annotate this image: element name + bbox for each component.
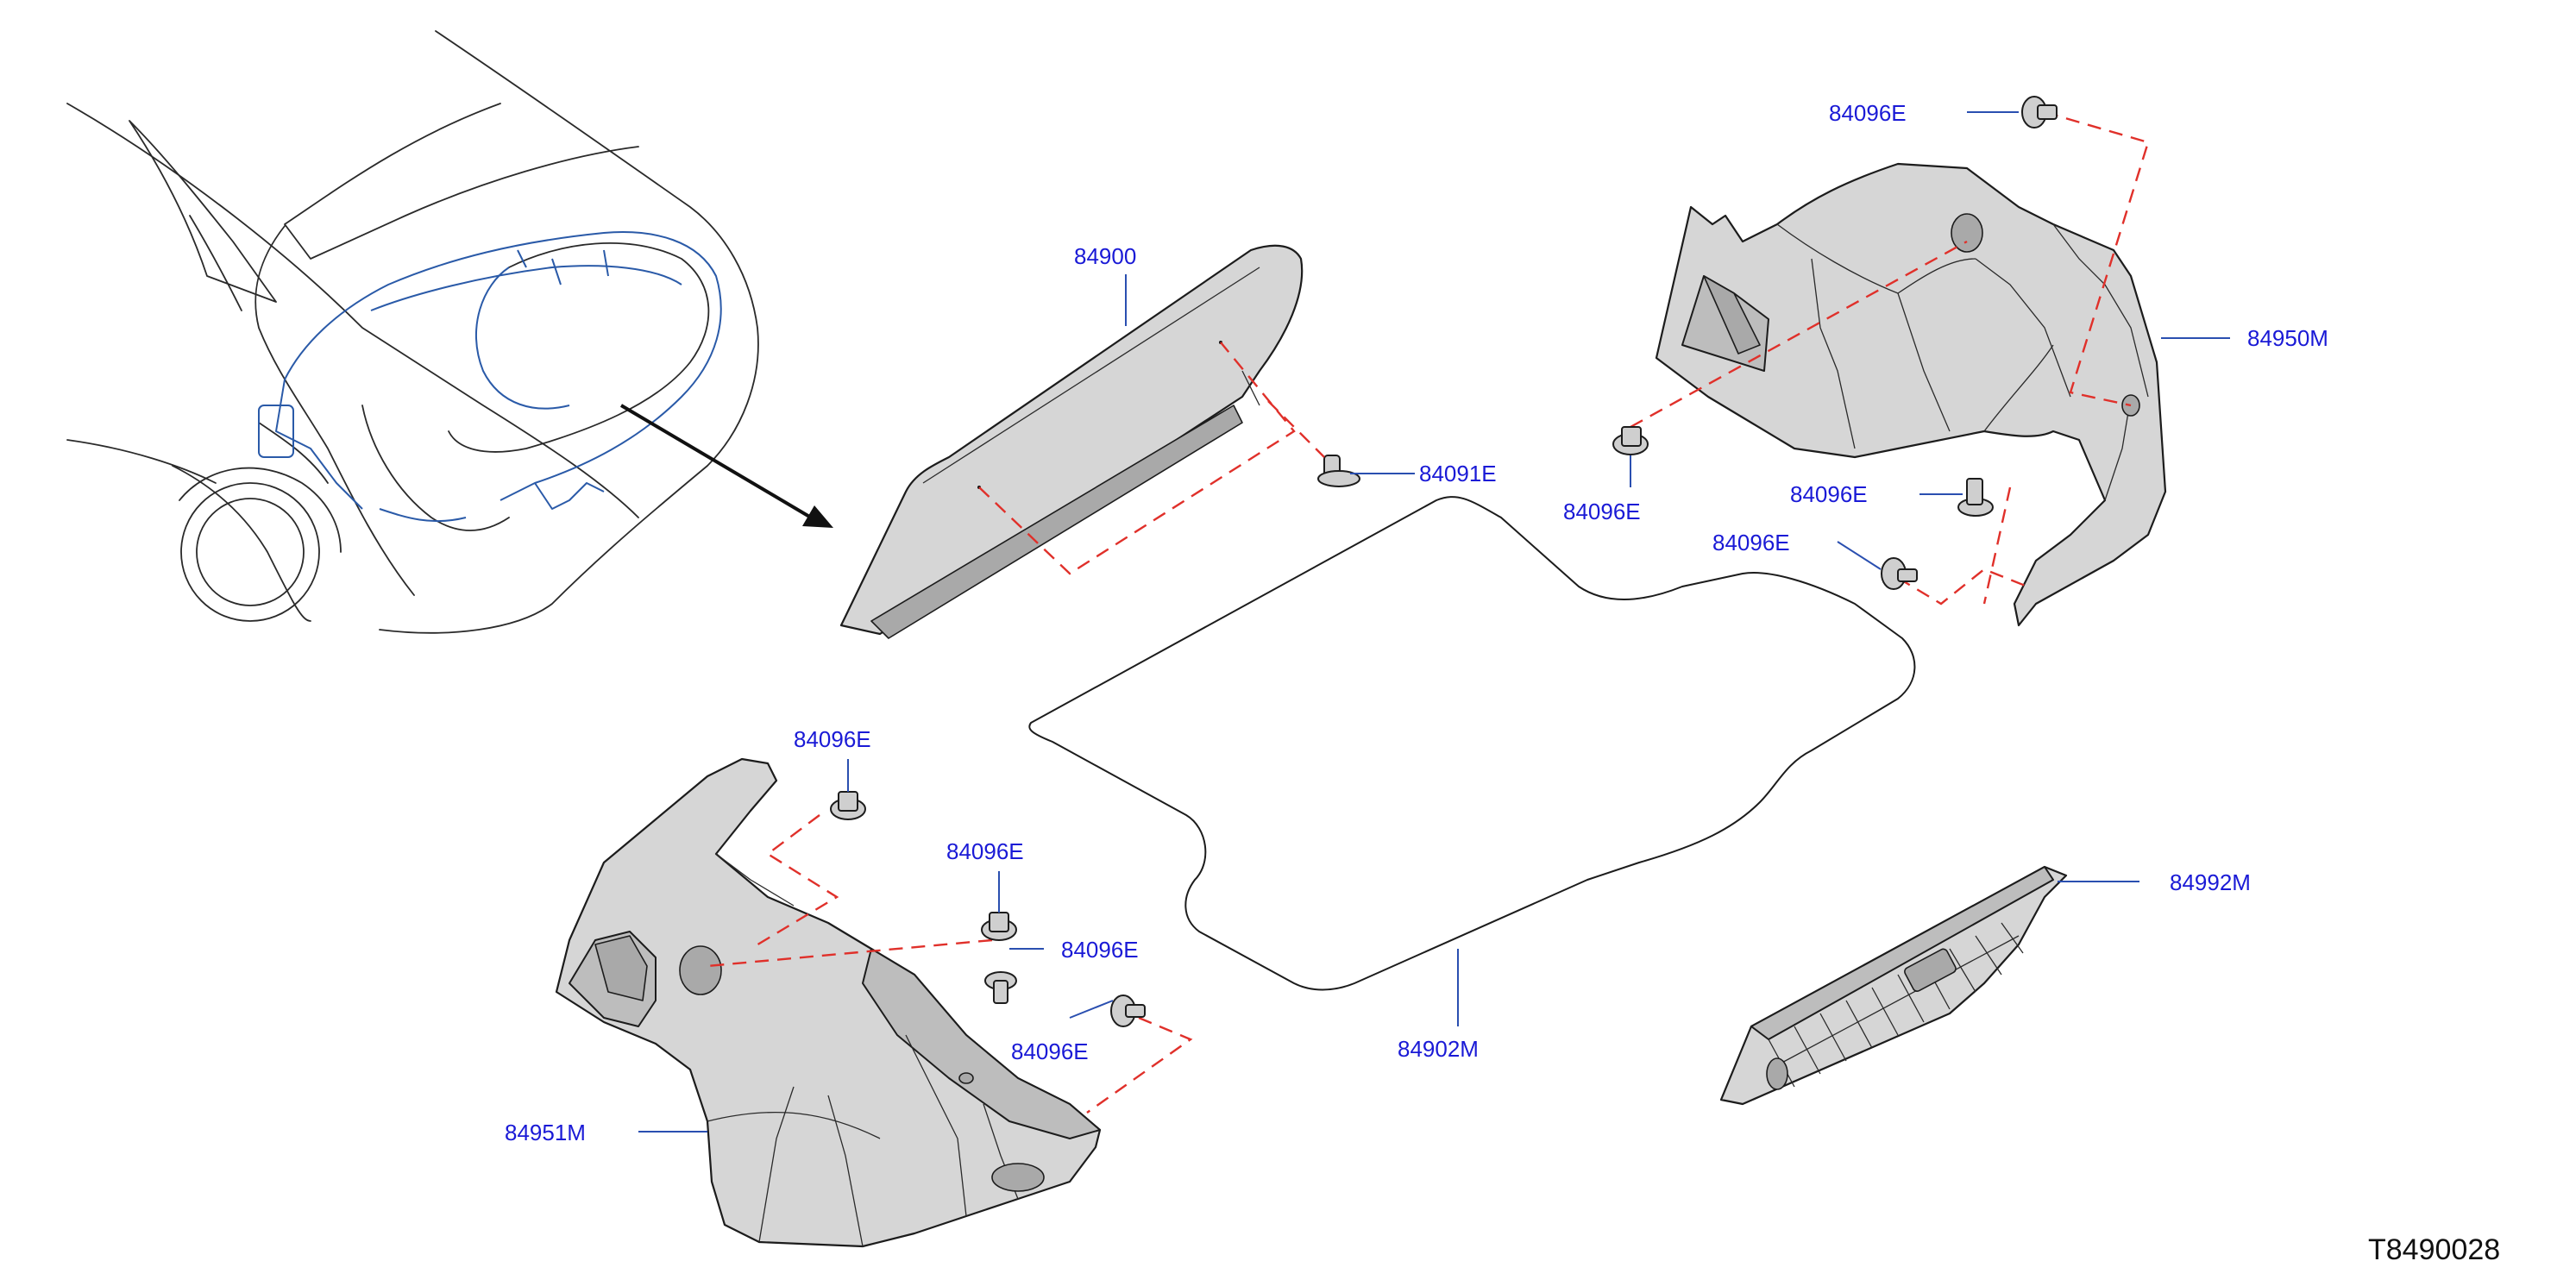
part-label-84096E: 84096E [1061, 937, 1139, 963]
part-label-84992M: 84992M [2170, 869, 2251, 895]
clip-84096E-icon [2021, 96, 2058, 129]
part-label-84096E: 84096E [1563, 499, 1641, 524]
part-label-84096E: 84096E [1712, 530, 1790, 555]
part-84992M-sill-plate [1719, 865, 2068, 1106]
clip-84096E-icon [1612, 426, 1649, 455]
part-label-84091E: 84091E [1419, 461, 1497, 486]
part-label-84951M: 84951M [505, 1120, 586, 1145]
part-84951M-left-side-trim [555, 757, 1193, 1248]
part-label-84096E: 84096E [794, 726, 871, 752]
part-84902M-mat [1028, 496, 1916, 991]
part-label-84096E: 84096E [1790, 481, 1868, 507]
part-label-84902M: 84902M [1398, 1036, 1479, 1062]
diagram-id: T8490028 [2368, 1233, 2500, 1266]
part-label-84096E: 84096E [946, 838, 1024, 864]
clip-84096E-icon [1881, 557, 1918, 590]
part-label-84096E: 84096E [1011, 1038, 1089, 1064]
part-84900-shelf [839, 244, 1304, 639]
clip-84096E-icon [1957, 478, 1994, 517]
clip-84096E-icon [830, 791, 866, 820]
clip-84096E-icon [981, 912, 1017, 941]
leader-lines [638, 111, 2230, 1133]
clip-84096E-icon [984, 971, 1017, 1004]
part-label-84950M: 84950M [2247, 325, 2328, 351]
part-label-84096E: 84096E [1829, 100, 1907, 126]
vehicle-illustration [66, 30, 833, 634]
clip-84096E-icon [1110, 995, 1146, 1027]
part-84950M-right-side-trim [1630, 110, 2167, 627]
part-label-84900: 84900 [1074, 243, 1136, 269]
clip-84091E-icon [1267, 400, 1360, 487]
